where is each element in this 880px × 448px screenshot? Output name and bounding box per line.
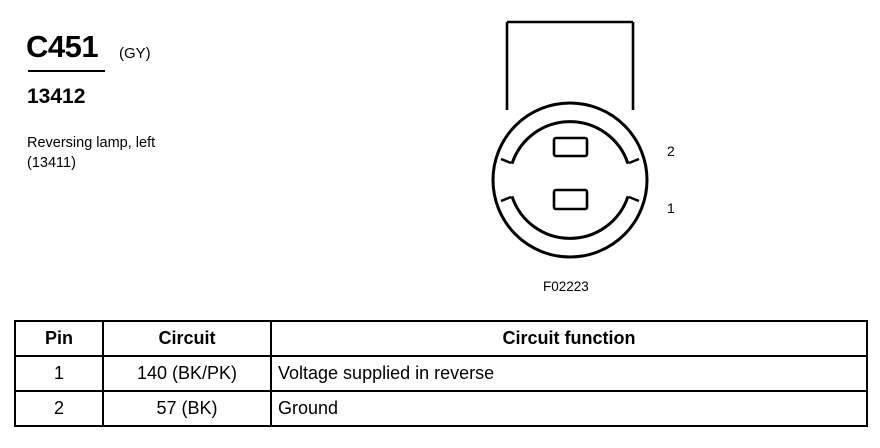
- function-cell: Ground: [270, 390, 868, 427]
- circuit-cell: 57 (BK): [102, 390, 272, 427]
- column-header-pin: Pin: [14, 320, 104, 357]
- pin-label-2: 2: [667, 143, 675, 159]
- column-header-function: Circuit function: [270, 320, 868, 357]
- connector-inner-ring: [510, 120, 630, 240]
- key-notch-left: [500, 157, 512, 203]
- description-line-1: Reversing lamp, left: [27, 135, 156, 151]
- color-code: (GY): [119, 45, 151, 62]
- pin-2-terminal: [552, 136, 589, 158]
- circuit-cell: 140 (BK/PK): [102, 355, 272, 392]
- column-header-circuit: Circuit: [102, 320, 272, 357]
- table-row: 1 140 (BK/PK) Voltage supplied in revers…: [14, 355, 868, 392]
- connector-face-diagram: 2 1: [491, 20, 675, 259]
- table-header-row: Pin Circuit Circuit function: [14, 320, 868, 357]
- key-notch-right: [628, 157, 640, 203]
- pin-cell: 1: [14, 355, 104, 392]
- connector-id: C451: [26, 29, 99, 64]
- title-underline: [28, 70, 105, 72]
- part-number: 13412: [27, 85, 86, 108]
- pinout-table: Pin Circuit Circuit function 1 140 (BK/P…: [14, 320, 868, 427]
- component-description: Reversing lamp, left (13411): [27, 133, 155, 173]
- function-cell: Voltage supplied in reverse: [270, 355, 868, 392]
- table-row: 2 57 (BK) Ground: [14, 390, 868, 427]
- pin-label-1: 1: [667, 200, 675, 216]
- figure-code: F02223: [543, 279, 589, 294]
- pin-1-terminal: [552, 188, 589, 211]
- connector-housing-tab: [505, 20, 635, 110]
- description-line-2: (13411): [27, 155, 76, 171]
- connector-outer-ring: [491, 101, 649, 259]
- pin-cell: 2: [14, 390, 104, 427]
